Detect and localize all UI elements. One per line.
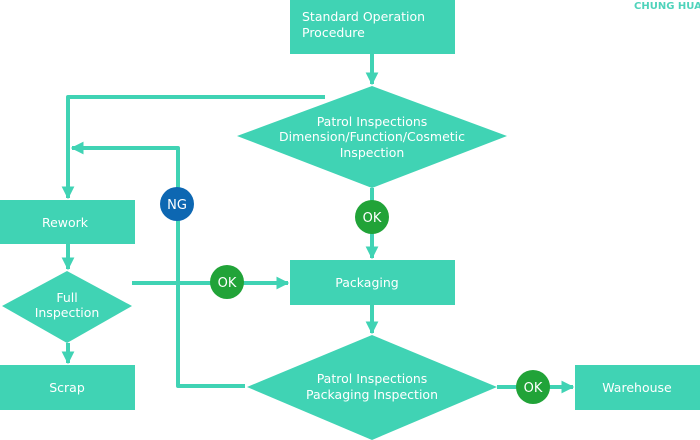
ok-badge-1: OK bbox=[355, 200, 389, 234]
node-patrol-inspection-1: Patrol Inspections Dimension/Function/Co… bbox=[237, 86, 507, 188]
patrol1-line-3: Inspection bbox=[340, 145, 405, 160]
patrol2-line-1: Patrol Inspections bbox=[317, 371, 428, 386]
node-scrap: Scrap bbox=[0, 365, 135, 410]
brand-logo-text: CHUNG HUA bbox=[634, 1, 700, 12]
node-patrol-inspection-2: Patrol Inspections Packaging Inspection bbox=[247, 335, 497, 440]
rework-label: Rework bbox=[42, 215, 89, 230]
ng-badge-label: NG bbox=[167, 198, 187, 213]
sop-line-1: Standard Operation bbox=[302, 9, 425, 24]
sop-line-2: Procedure bbox=[302, 25, 365, 40]
warehouse-label: Warehouse bbox=[602, 380, 672, 395]
scrap-label: Scrap bbox=[49, 380, 85, 395]
ng-badge: NG bbox=[160, 187, 194, 221]
patrol1-line-1: Patrol Inspections bbox=[317, 114, 428, 129]
ok-badge-2-label: OK bbox=[218, 276, 237, 291]
arrow-patrol1-to-rework bbox=[61, 95, 325, 200]
full-line-1: Full bbox=[56, 290, 77, 305]
ok-badge-3: OK bbox=[516, 370, 550, 404]
node-sop: Standard Operation Procedure bbox=[290, 0, 455, 54]
node-packaging: Packaging bbox=[290, 260, 455, 305]
ok-badge-3-label: OK bbox=[524, 381, 543, 396]
node-full-inspection: Full Inspection bbox=[2, 271, 132, 343]
node-rework: Rework bbox=[0, 200, 135, 244]
patrol1-line-2: Dimension/Function/Cosmetic bbox=[279, 129, 465, 144]
connectors bbox=[61, 54, 575, 394]
ok-badge-1-label: OK bbox=[363, 211, 382, 226]
patrol2-line-2: Packaging Inspection bbox=[306, 387, 438, 402]
ok-badge-2: OK bbox=[210, 265, 244, 299]
node-warehouse: Warehouse bbox=[575, 365, 700, 410]
packaging-label: Packaging bbox=[335, 275, 398, 290]
arrow-patrol2-ng-loop bbox=[70, 141, 245, 388]
full-line-2: Inspection bbox=[35, 305, 100, 320]
